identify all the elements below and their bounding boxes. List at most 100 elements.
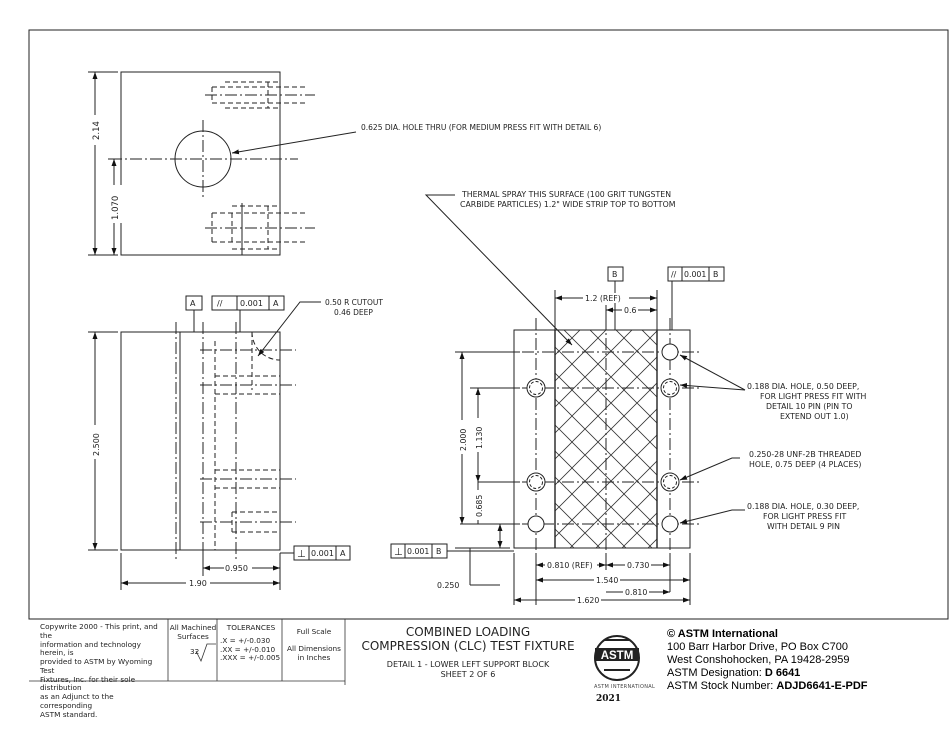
copyright-line-3: provided to ASTM by Wyoming Test: [40, 657, 153, 675]
perp-ref: A: [340, 549, 346, 558]
pin-note-2-line1: 0.188 DIA. HOLE, 0.30 DEEP,: [747, 502, 859, 511]
machined-line-2: Surfaces: [177, 631, 209, 641]
scale-label: Full Scale: [296, 627, 332, 636]
drawing-detail: DETAIL 1 - LOWER LEFT SUPPORT BLOCK SHEE…: [348, 660, 588, 679]
dim-2-14: 2.14: [92, 121, 102, 140]
copyright-line-1: Copywrite 2000 - This print, and the: [40, 622, 158, 640]
datum-b-label: B: [612, 270, 617, 279]
copyright-line-4: Fixtures, Inc. for their sole distributi…: [40, 674, 136, 693]
drawing-title: COMBINED LOADING COMPRESSION (CLC) TEST …: [348, 625, 588, 654]
dims-line-1: All Dimensions: [287, 644, 341, 653]
revision-year: 2021: [596, 694, 622, 704]
astm-stock-label: ASTM Stock Number:: [667, 680, 774, 692]
dim-1-620: 1.620: [577, 596, 599, 605]
top-view: [88, 71, 357, 256]
dim-0-685: 0.685: [475, 495, 484, 517]
astm-copyright: © ASTM International: [667, 628, 778, 640]
thru-hole: [174, 130, 232, 188]
sheet-line: SHEET 2 OF 6: [440, 669, 496, 679]
dim-0-730: 0.730: [627, 561, 649, 570]
dim-1-2-ref: 1.2 (REF): [585, 294, 621, 303]
parallel-symbol: //: [217, 299, 223, 308]
perp-tol: 0.001: [311, 549, 334, 558]
dim-1-540: 1.540: [596, 576, 618, 585]
astm-logo-text: ASTM: [601, 650, 634, 662]
dim-2-000: 2.000: [459, 429, 468, 451]
pin-note-1-line3: DETAIL 10 PIN (PIN TO: [766, 402, 853, 411]
thread-hole-4: [660, 472, 680, 492]
tolerance-x: .X = +/-0.030: [220, 635, 271, 645]
pin-hole-top: [661, 343, 679, 361]
dim-0-810-ref: 0.810 (REF): [547, 561, 593, 570]
pin-note-2-line3: WITH DETAIL 9 PIN: [767, 522, 840, 531]
detail-line: DETAIL 1 - LOWER LEFT SUPPORT BLOCK: [386, 660, 550, 669]
pin-hole-bottom: [527, 515, 545, 533]
astm-designation: D 6641: [764, 667, 801, 679]
dims-line-2: in Inches: [297, 652, 331, 662]
astm-address-1: 100 Barr Harbor Drive, PO Box C700: [667, 641, 848, 653]
dim-0-6: 0.6: [624, 306, 636, 315]
tolerances: TOLERANCES .X = +/-0.030 .XX = +/-0.010 …: [220, 623, 282, 663]
title-block-lines: [29, 619, 346, 685]
dim-1-070: 1.070: [111, 196, 121, 220]
copyright-notice: Copywrite 2000 - This print, and the inf…: [40, 622, 168, 719]
parallel-b-tol: 0.001: [684, 270, 706, 279]
hole-note: 0.625 DIA. HOLE THRU (FOR MEDIUM PRESS F…: [361, 123, 601, 132]
tolerance-xx: .XX = +/-0.010: [220, 644, 276, 654]
astm-info: © ASTM International 100 Barr Harbor Dri…: [667, 628, 868, 693]
parallel-ref: A: [273, 299, 279, 308]
pin-hole-bottom-2: [661, 515, 679, 533]
tolerance-xxx: .XXX = +/-0.005: [220, 653, 281, 663]
pin-note-1-line1: 0.188 DIA. HOLE, 0.50 DEEP,: [747, 382, 859, 391]
dim-2-500: 2.500: [92, 433, 101, 456]
copyright-line-2: information and technology herein, is: [40, 639, 141, 658]
dim-1-90: 1.90: [189, 579, 207, 588]
astm-logo: ASTM: [594, 635, 640, 681]
pin-note-2-line2: FOR LIGHT PRESS FIT: [763, 512, 847, 521]
thread-hole-3: [526, 472, 546, 492]
thread-hole-2: [660, 378, 680, 398]
cutout-note-2: 0.46 DEEP: [334, 308, 373, 317]
tolerances-heading: TOLERANCES: [226, 623, 276, 632]
thermal-note-2: CARBIDE PARTICLES) 1.2" WIDE STRIP TOP T…: [460, 200, 675, 209]
copyright-line-6: ASTM standard.: [40, 709, 98, 719]
front-view: [88, 295, 351, 590]
perp-b-ref: B: [436, 547, 441, 556]
title-line-2: COMPRESSION (CLC) TEST FIXTURE: [361, 639, 575, 654]
astm-stock-number: ADJD6641-E-PDF: [776, 680, 868, 692]
perp-b-tol: 0.001: [407, 547, 429, 556]
dim-1-130: 1.130: [475, 427, 484, 449]
parallel-b-symbol: //: [671, 270, 677, 279]
title-line-1: COMBINED LOADING: [405, 625, 531, 639]
thread-hole-1: [526, 378, 546, 398]
dim-0-950: 0.950: [225, 564, 248, 573]
perp-b-symbol: ⊥: [394, 547, 403, 558]
pin-note-1-line4: EXTEND OUT 1.0): [780, 412, 849, 421]
surface-finish-value: 32: [190, 647, 200, 656]
dim-0-810: 0.810: [625, 588, 647, 597]
parallel-tol: 0.001: [240, 299, 263, 308]
copyright-line-5: as an Adjunct to the corresponding: [40, 692, 114, 710]
datum-a-label: A: [190, 299, 196, 308]
side-view-texts: THERMAL SPRAY THIS SURFACE (100 GRIT TUN…: [394, 190, 867, 605]
side-view: [390, 194, 746, 605]
astm-logo-caption: ASTM INTERNATIONAL: [594, 684, 656, 690]
top-view-dim-texts: 2.14 1.070 0.625 DIA. HOLE THRU (FOR MED…: [86, 115, 601, 223]
thermal-note-1: THERMAL SPRAY THIS SURFACE (100 GRIT TUN…: [461, 190, 671, 199]
astm-address-2: West Conshohocken, PA 19428-2959: [667, 654, 850, 666]
thread-note-line2: HOLE, 0.75 DEEP (4 PLACES): [749, 460, 861, 469]
pin-note-1-line2: FOR LIGHT PRESS FIT WITH: [760, 392, 867, 401]
front-view-texts: A // 0.001 A 0.50 R CUTOUT 0.46 DEEP 2.5…: [86, 298, 383, 588]
front-view-outline: [120, 331, 281, 551]
machined-line-1: All Machined: [169, 623, 217, 632]
cutout-note-1: 0.50 R CUTOUT: [325, 298, 383, 307]
top-view-outline: [120, 71, 281, 256]
astm-designation-label: ASTM Designation:: [667, 667, 762, 679]
dimensions-units: All Dimensions in Inches: [283, 644, 345, 663]
parallel-b-ref: B: [713, 270, 718, 279]
thread-note-line1: 0.250-28 UNF-2B THREADED: [749, 450, 861, 459]
perp-symbol: ⊥: [297, 549, 306, 560]
machined-surfaces: All Machined Surfaces: [169, 623, 217, 642]
dim-0-250: 0.250: [437, 581, 459, 590]
